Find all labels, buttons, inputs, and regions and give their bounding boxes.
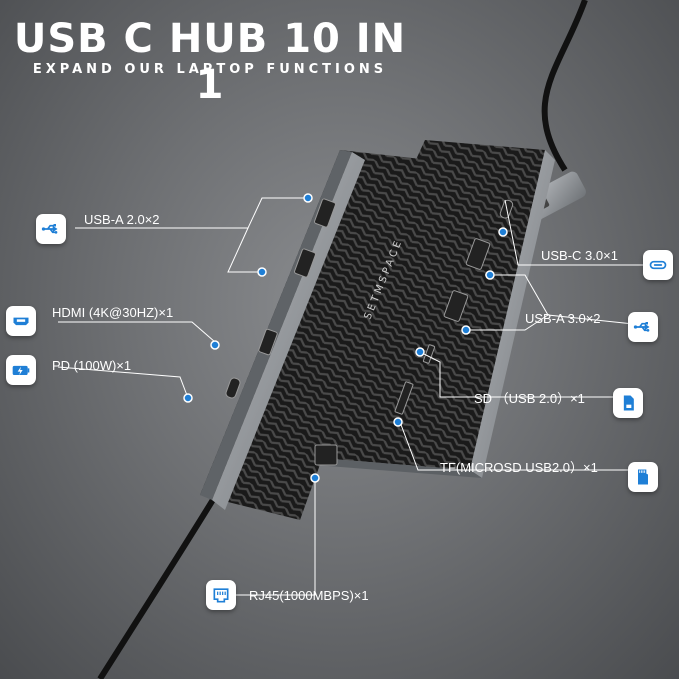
pd-label: PD (100W)×1 [52, 358, 132, 373]
hdmi-label: HDMI (4K@30HZ)×1 [52, 305, 174, 320]
usb-a-3-label: USB-A 3.0×2 [525, 311, 601, 326]
usb-c-icon [643, 250, 673, 280]
ethernet-icon [206, 580, 236, 610]
usb-icon [36, 214, 66, 244]
sd-card-icon [613, 388, 643, 418]
hdmi-icon [6, 306, 36, 336]
microsd-icon [628, 462, 658, 492]
port-slots [225, 198, 514, 466]
hub-front-unit [200, 150, 430, 520]
usb-icon [628, 312, 658, 342]
usb-c-cable [541, 0, 588, 172]
lower-cable [97, 478, 228, 679]
sd-label: SD （USB 2.0）×1 [474, 391, 585, 406]
tf-label: TF(MICROSD USB2.0）×1 [440, 460, 598, 475]
connector-dots [183, 193, 508, 483]
page-subtitle: EXPAND OUR LAPTOP FUNCTIONS [32, 62, 388, 77]
rj45-label: RJ45(1000MBPS)×1 [249, 588, 369, 603]
charging-icon [6, 355, 36, 385]
page-title: USB C HUB 10 IN 1 [13, 16, 407, 108]
usb-c-label: USB-C 3.0×1 [541, 248, 618, 263]
usb-a-2-label: USB-A 2.0×2 [84, 212, 160, 227]
connector-lines [57, 197, 644, 596]
